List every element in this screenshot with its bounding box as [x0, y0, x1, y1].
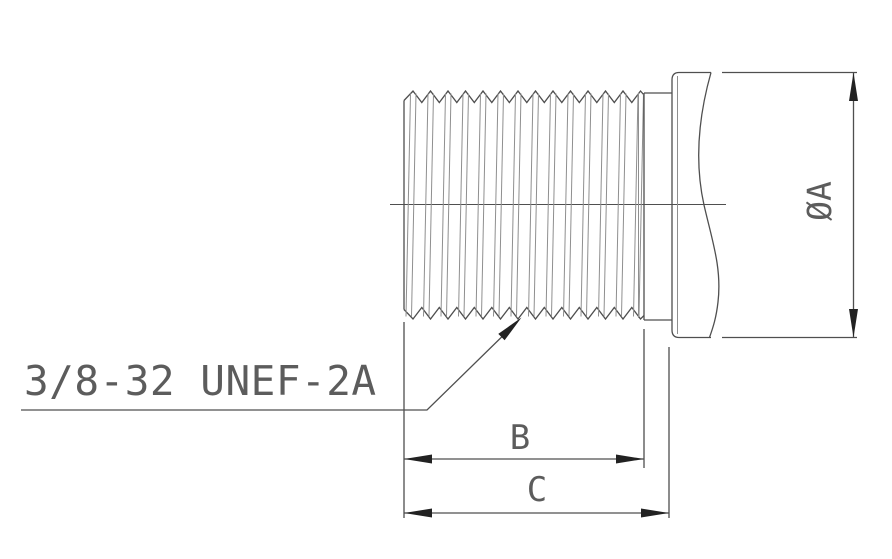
leader-arrowhead-icon: [498, 317, 522, 341]
arrowhead-right-icon: [641, 508, 669, 518]
thread-spec-text: 3/8-32 UNEF-2A: [24, 357, 377, 405]
arrowhead-left-icon: [404, 508, 432, 518]
dimension-diameter-a: ØA: [722, 71, 858, 339]
arrowhead-down-icon: [849, 309, 858, 338]
thread-length-b-label: B: [510, 418, 530, 458]
thread-callout: 3/8-32 UNEF-2A: [21, 317, 522, 411]
overall-length-c-label: C: [527, 470, 547, 510]
dimension-thread-length-b: B: [403, 322, 645, 518]
dimension-overall-length-c: C: [404, 347, 670, 518]
break-line: [698, 72, 720, 338]
arrowhead-up-icon: [849, 72, 858, 101]
flange-outline: [671, 71, 711, 339]
threaded-section: [403, 89, 645, 321]
neck-section: [644, 92, 672, 321]
thread-hatching: [405, 93, 644, 317]
diameter-a-label: ØA: [800, 181, 839, 221]
arrowhead-left-icon: [404, 454, 432, 464]
arrowhead-right-icon: [616, 454, 644, 464]
leader-line: [21, 322, 517, 411]
flange-section: [671, 71, 720, 339]
